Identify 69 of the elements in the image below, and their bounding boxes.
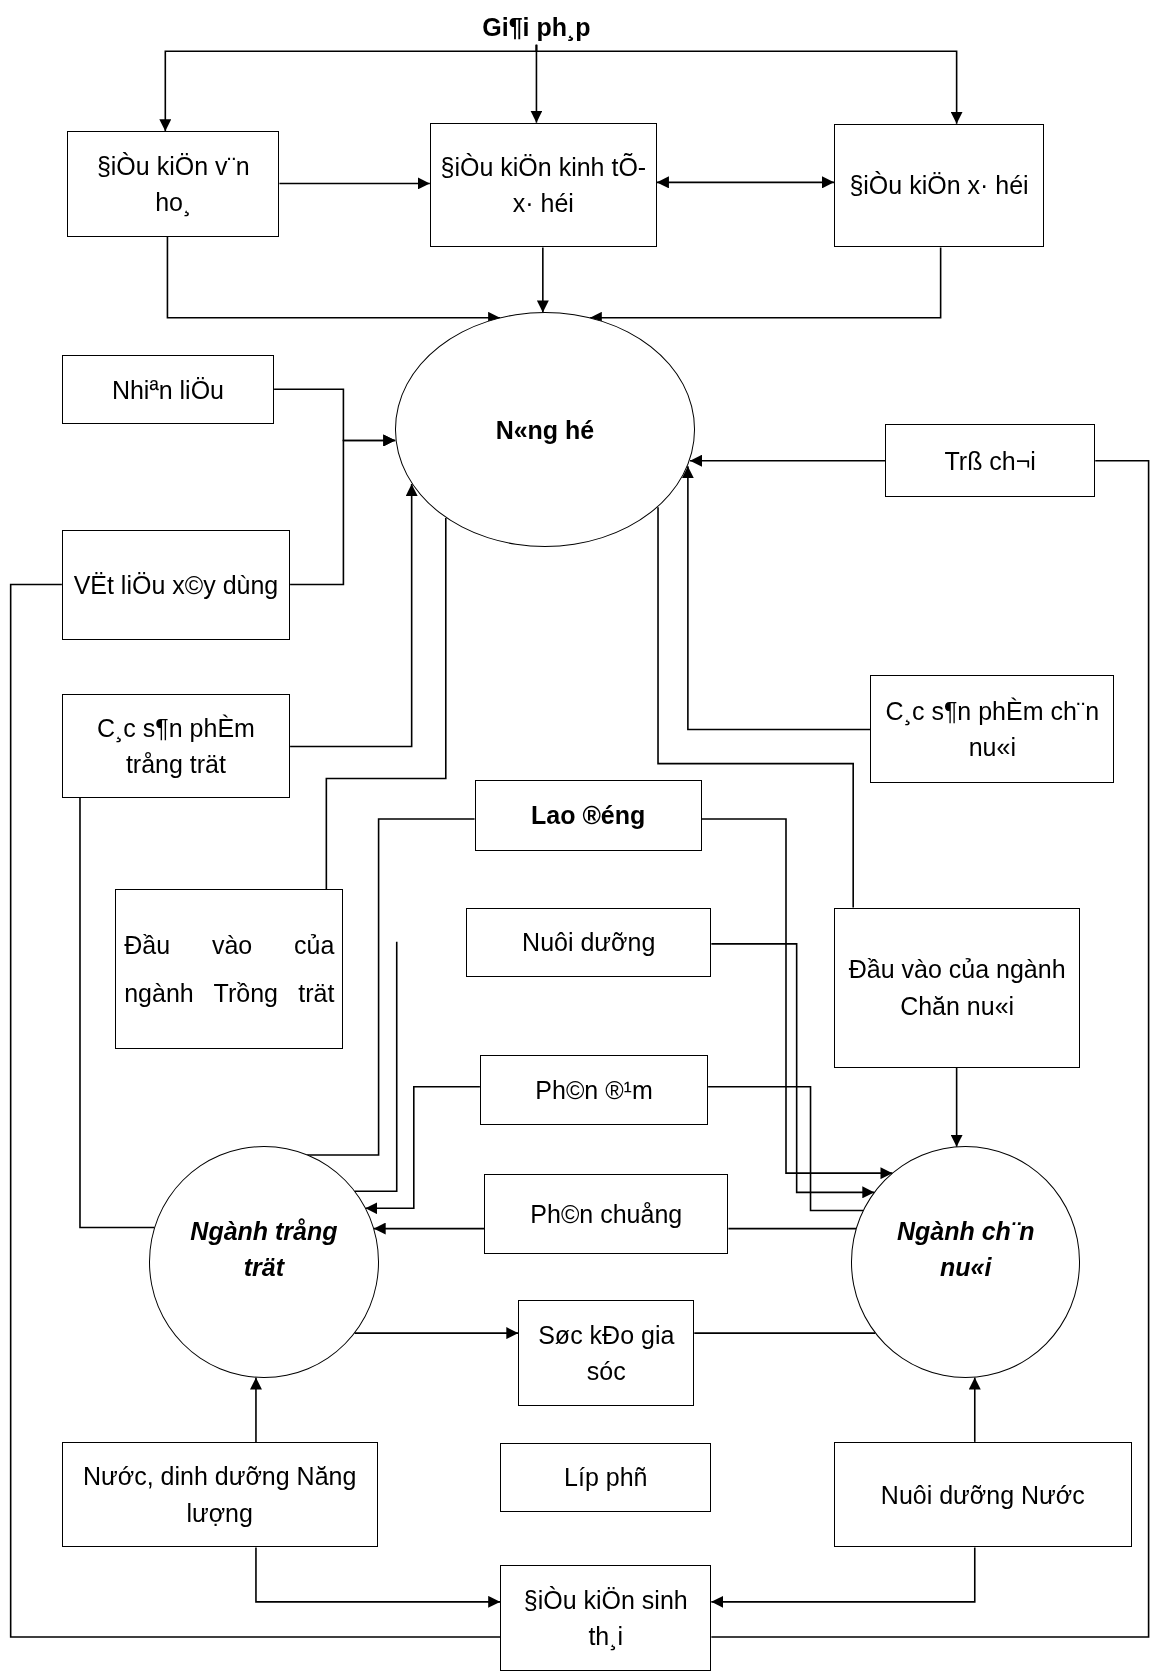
node-label: C¸c s¶n phÈm trång trät (96, 712, 256, 780)
text-box (834, 123, 1045, 248)
text-box (67, 131, 280, 237)
text-box (61, 694, 291, 798)
text-box (61, 530, 291, 640)
text-box (484, 1174, 729, 1255)
node-label: Nuôi dưỡng Nước (880, 1479, 1085, 1511)
node-label: C¸c s¶n phÈm ch¨n nu«i (884, 695, 1101, 763)
text-box (466, 907, 712, 977)
arrow (681, 465, 872, 731)
arrow (535, 44, 963, 125)
connector-line (657, 506, 854, 909)
text-box (474, 779, 702, 852)
arrow (689, 454, 886, 467)
text-box (61, 355, 275, 425)
text-box (429, 122, 657, 248)
text-box (518, 1300, 695, 1406)
connector-line (710, 459, 1150, 1638)
node-label: Nuôi dưỡng (522, 927, 656, 959)
text-box (61, 1441, 378, 1548)
arrow (536, 246, 549, 314)
node-label: Đầu vào của ngành Trồng trät (124, 929, 335, 1010)
node-label: §iÒu kiÖn v¨n ho¸ (95, 150, 251, 219)
node-label: Ngành ch¨n nu«i (895, 1215, 1036, 1284)
node-label: Nước, dinh dưỡng Năng lượng (82, 1461, 358, 1529)
node-label: VËt liÖu x©y dùng (73, 569, 279, 601)
arrow (289, 434, 397, 586)
text-box (500, 1442, 712, 1513)
arrow (289, 483, 418, 748)
arrow (968, 1376, 981, 1443)
node-label: Líp phñ (564, 1462, 648, 1494)
node-label: §iÒu kiÖn x· héi (849, 170, 1029, 202)
connector-line (306, 818, 476, 1156)
arrow (372, 1222, 485, 1235)
connector-line (693, 1332, 876, 1334)
node-label: Ngành trång trät (189, 1215, 339, 1284)
arrow (353, 1327, 520, 1340)
node-label: Đầu vào của ngành Chăn nu«i (847, 954, 1067, 1022)
connector-line (707, 1085, 864, 1212)
text-box (885, 424, 1096, 497)
connector-line (9, 583, 501, 1638)
arrow (710, 1546, 976, 1608)
node-label: Lao ®éng (531, 800, 646, 832)
text-box (500, 1564, 712, 1672)
text-box (479, 1054, 709, 1126)
text-box (834, 1441, 1132, 1548)
node-label: Ph©n ®¹m (535, 1074, 653, 1106)
connector-line (727, 1227, 857, 1230)
node-label: Søc kÐo gia sóc (537, 1319, 676, 1387)
node-label: §iÒu kiÖn sinh th¸i (522, 1584, 689, 1653)
heading-text: Gi¶i ph¸p (482, 11, 591, 43)
arrow (278, 177, 431, 190)
arrow (364, 1085, 481, 1215)
text-box (870, 675, 1115, 783)
arrow (950, 1066, 963, 1148)
node-label: Trß ch¬i (944, 445, 1036, 477)
node-label: Nhiªn liÖu (111, 374, 224, 406)
node-label: N«ng hé (495, 414, 595, 446)
connector-line (79, 796, 156, 1229)
arrow (710, 943, 876, 1199)
text-box (115, 889, 344, 1050)
arrow (656, 176, 835, 189)
text-box (834, 907, 1081, 1068)
connector-line (325, 517, 447, 891)
arrow (255, 1546, 501, 1608)
connector-line (353, 940, 398, 1193)
arrow (249, 1376, 262, 1443)
node-label: §iÒu kiÖn kinh tÕ-x· héi (439, 151, 648, 219)
node-label: Ph©n chuång (530, 1199, 683, 1231)
